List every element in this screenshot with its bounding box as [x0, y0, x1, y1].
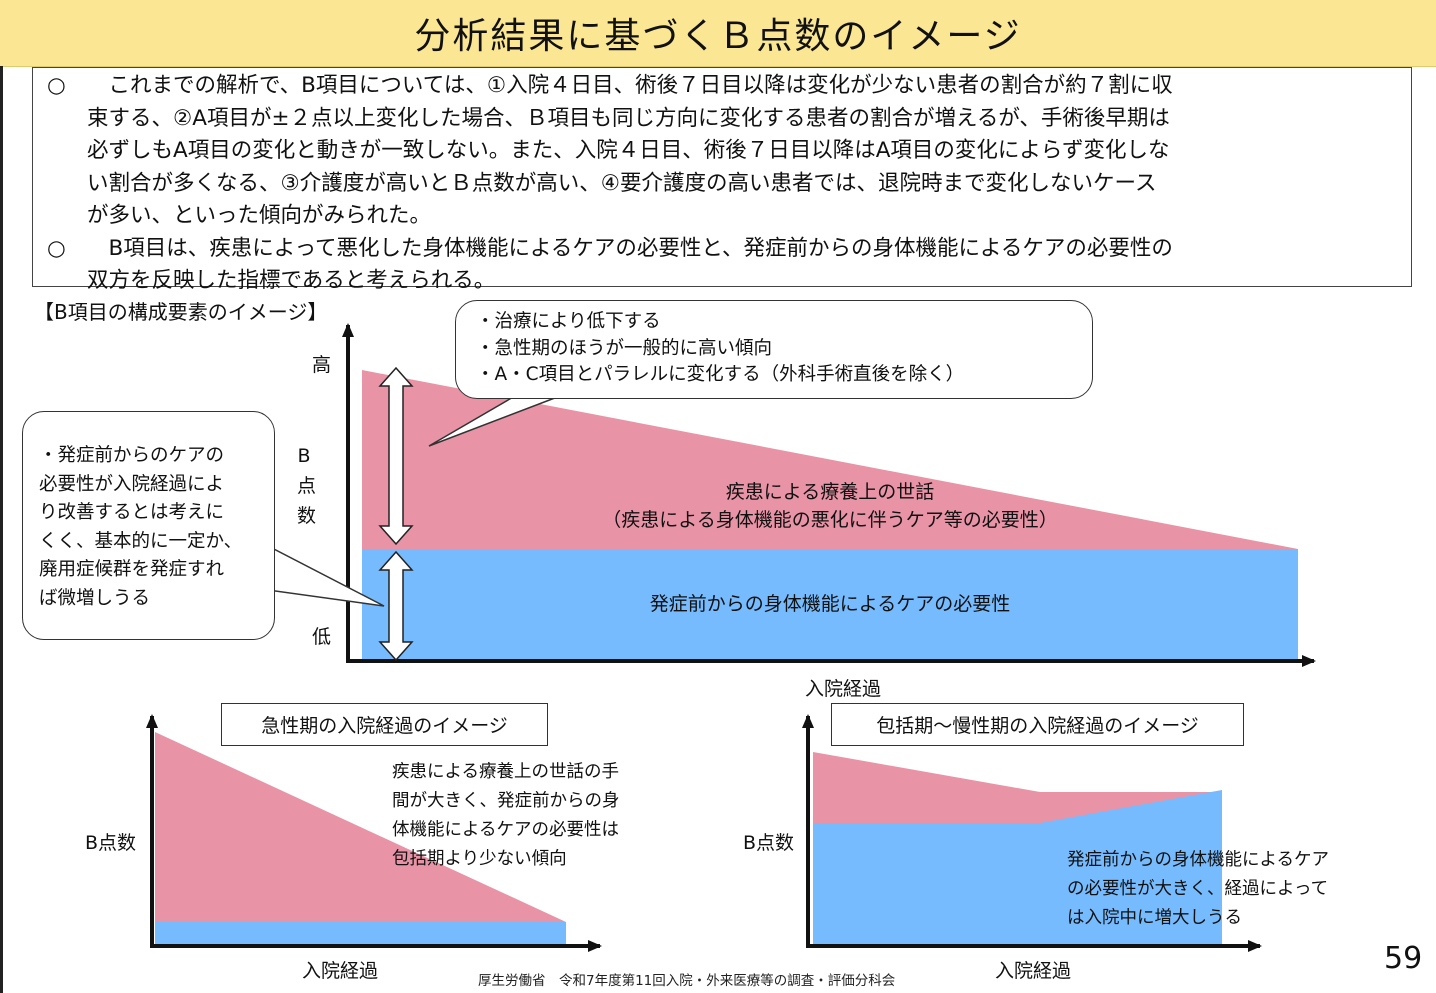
note-line: 間が大きく、発症前からの身: [392, 791, 620, 811]
main-x-label: 入院経過: [805, 678, 882, 700]
summary-line: 双方を反映した指標であると考えられる。: [87, 268, 496, 293]
left-callout: ・発症前からのケアの 必要性が入院経過によ り改善するとは考えに くく、基本的に…: [22, 411, 275, 640]
footer-source: 厚生労働省 令和7年度第11回入院・外来医療等の調査・評価分科会: [478, 973, 896, 989]
callout-line: 廃用症候群を発症すれ: [39, 559, 225, 580]
note-line: 疾患による療養上の世話の手: [392, 762, 619, 782]
callout-line: ・発症前からのケアの: [39, 445, 225, 466]
acute-title: 急性期の入院経過のイメージ: [261, 715, 508, 737]
summary-line: が多い、といった傾向がみられた。: [87, 203, 432, 228]
main-pink-area: [362, 370, 1298, 549]
y-axis-char: B: [297, 445, 311, 467]
y-axis-char: 数: [297, 505, 317, 527]
note-line: 発症前からの身体機能によるケア: [1067, 850, 1329, 870]
bullet-mark: ○: [47, 73, 66, 98]
summary-bullet-1: ○ これまでの解析で、B項目については、①入院４日目、術後７日目以降は変化が少な…: [47, 70, 1399, 233]
page-title: 分析結果に基づくＢ点数のイメージ: [414, 16, 1022, 57]
chronic-x-label: 入院経過: [995, 960, 1072, 982]
callout-line: ・治療により低下する: [476, 311, 661, 332]
callout-line: くく、基本的に一定か、: [39, 530, 243, 552]
top-callout: ・治療により低下する ・急性期のほうが一般的に高い傾向 ・A・C項目とパラレルに…: [455, 300, 1093, 399]
summary-line: い割合が多くなる、③介護度が高いとＢ点数が高い、④要介護度の高い患者では、退院時…: [87, 170, 1157, 196]
summary-line: B項目は、疾患によって悪化した身体機能によるケアの必要性と、発症前からの身体機能…: [87, 235, 1173, 261]
callout-line: り改善するとは考えに: [39, 502, 225, 523]
pink-label-line: 疾患による療養上の世話: [725, 481, 935, 503]
chronic-blue-area: [813, 790, 1222, 944]
acute-blue-area: [155, 922, 566, 944]
left-border: [0, 66, 3, 993]
note-line: 包括期より少ない傾向: [392, 849, 567, 869]
y-axis-char: 点: [297, 475, 317, 497]
y-high-label: 高: [312, 354, 332, 376]
summary-line: 必ずしもA項目の変化と動きが一致しない。また、入院４日目、術後７日目以降はA項目…: [87, 138, 1170, 163]
acute-x-label: 入院経過: [302, 960, 379, 982]
note-line: は入院中に増大しうる: [1067, 908, 1242, 928]
y-low-label: 低: [312, 626, 332, 648]
chronic-note: 発症前からの身体機能によるケア の必要性が大きく、経過によって は入院中に増大し…: [1067, 846, 1329, 933]
summary-line: 束する、②A項目が±２点以上変化した場合、Ｂ項目も同じ方向に変化する患者の割合が…: [87, 105, 1170, 131]
page-number: 59: [1384, 941, 1423, 976]
summary-line: これまでの解析で、B項目については、①入院４日目、術後７日目以降は変化が少ない患…: [87, 73, 1173, 98]
callout-line: 必要性が入院経過によ: [39, 473, 225, 495]
chronic-title: 包括期～慢性期の入院経過のイメージ: [876, 715, 1199, 737]
summary-bullet-2: ○ B項目は、疾患によって悪化した身体機能によるケアの必要性と、発症前からの身体…: [47, 233, 1399, 298]
pink-range-double-arrow: [378, 366, 414, 546]
pink-label-line: （疾患による身体機能の悪化に伴うケア等の必要性）: [602, 509, 1058, 531]
y-axis-label: B 点 数: [297, 441, 317, 531]
pink-area-label: 疾患による療養上の世話 （疾患による身体機能の悪化に伴うケア等の必要性）: [470, 478, 1190, 534]
acute-title-box: 急性期の入院経過のイメージ: [221, 703, 548, 746]
chronic-title-box: 包括期～慢性期の入院経過のイメージ: [831, 703, 1244, 746]
acute-y-label: B点数: [85, 832, 137, 854]
note-line: 体機能によるケアの必要性は: [392, 820, 619, 840]
section-label: 【B項目の構成要素のイメージ】: [34, 300, 328, 324]
title-bar: 分析結果に基づくＢ点数のイメージ: [0, 0, 1436, 67]
blue-range-double-arrow: [378, 550, 414, 662]
callout-line: ・急性期のほうが一般的に高い傾向: [476, 337, 773, 359]
callout-line: ば微増しうる: [39, 587, 151, 609]
note-line: の必要性が大きく、経過によって: [1067, 879, 1329, 899]
main-blue-area: [362, 549, 1298, 659]
acute-pink-area: [155, 732, 566, 922]
blue-area-label: 発症前からの身体機能によるケアの必要性: [649, 593, 1011, 615]
summary-box: ○ これまでの解析で、B項目については、①入院４日目、術後７日目以降は変化が少な…: [32, 67, 1412, 293]
callout-line: ・A・C項目とパラレルに変化する（外科手術直後を除く）: [476, 364, 965, 385]
bullet-mark: ○: [47, 235, 66, 261]
chronic-y-label: B点数: [743, 832, 795, 854]
acute-note: 疾患による療養上の世話の手 間が大きく、発症前からの身 体機能によるケアの必要性…: [392, 758, 620, 874]
